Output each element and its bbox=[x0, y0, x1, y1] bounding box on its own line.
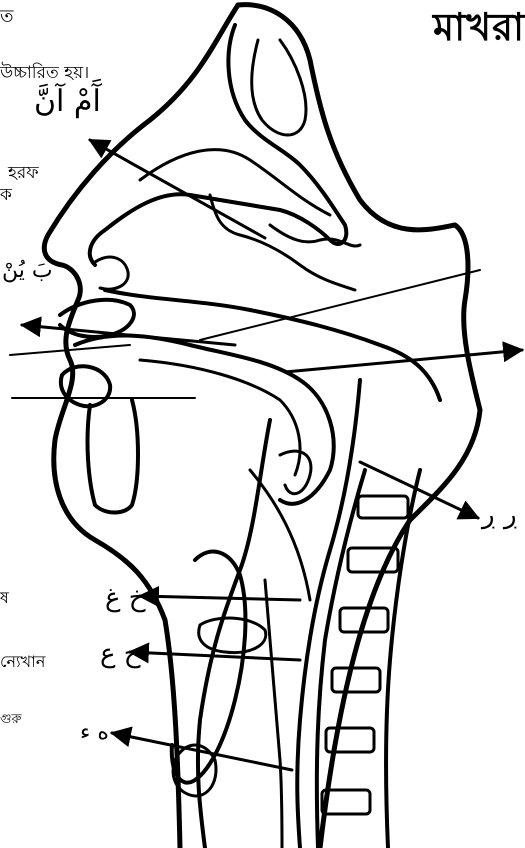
lower-lip bbox=[61, 366, 110, 406]
vertebra-4 bbox=[332, 668, 380, 692]
teeth-upper bbox=[95, 257, 128, 289]
chin-bone bbox=[88, 400, 138, 513]
vertebra-1 bbox=[358, 496, 408, 518]
arrow-throat-middle bbox=[130, 652, 300, 660]
palate bbox=[105, 290, 440, 400]
arrow-throat-bottom bbox=[112, 733, 292, 770]
nasal-septum bbox=[252, 40, 306, 135]
tongue-inner bbox=[140, 360, 300, 475]
esophagus bbox=[265, 580, 282, 848]
vocal-fold bbox=[199, 618, 266, 653]
line-soft-palate bbox=[200, 270, 480, 340]
throat-front bbox=[198, 420, 270, 848]
arrow-throat-top bbox=[140, 596, 300, 600]
face-profile bbox=[44, 5, 238, 848]
